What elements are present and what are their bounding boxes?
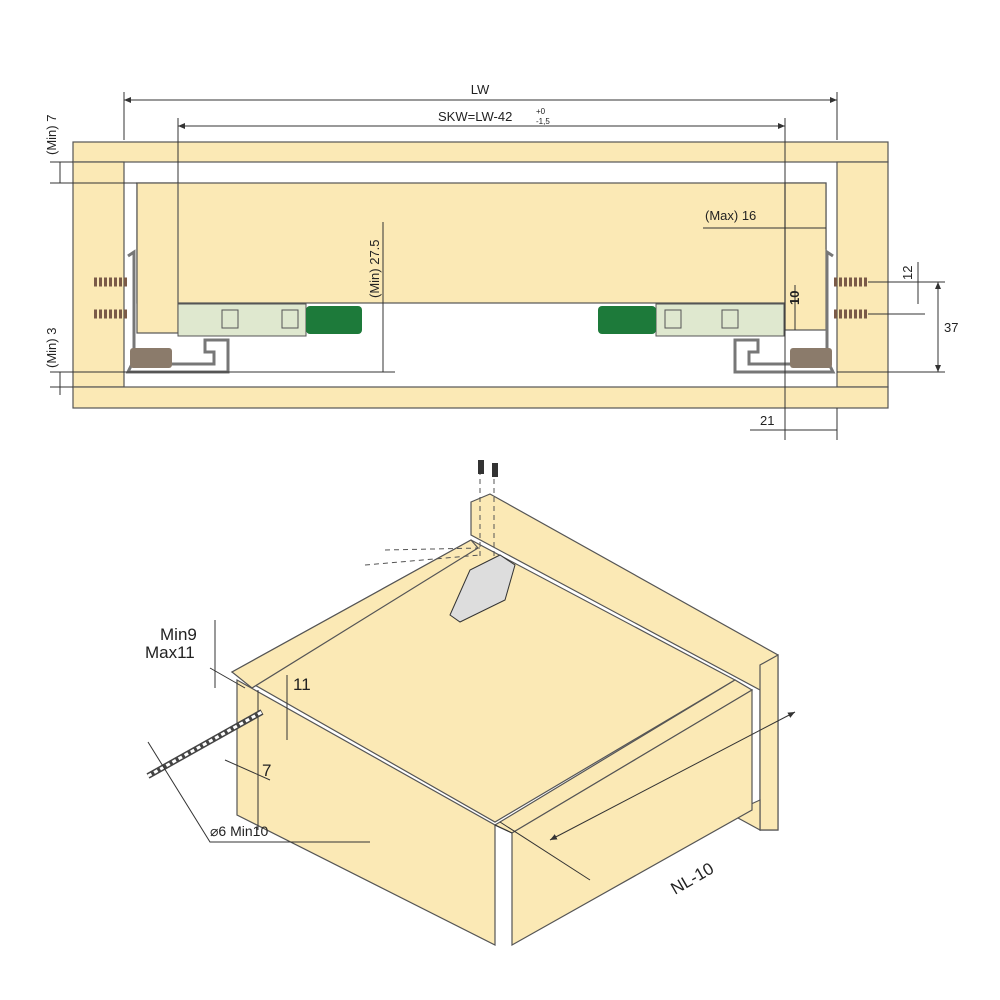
- skw-tolerance-lower: -1,5: [536, 117, 550, 126]
- soft-close-damper: [598, 306, 656, 334]
- locking-device: [449, 554, 516, 623]
- runner-body: [177, 303, 307, 337]
- cabinet-left-side: [72, 161, 125, 388]
- cross-section-view: LW SKW=LW-42 +0 -1,5 (Min) 7 (Min) 3 (Mi…: [44, 82, 958, 440]
- soft-close-damper: [306, 306, 362, 334]
- nl-dimension-line: [549, 711, 796, 841]
- screw-icon: [834, 277, 868, 319]
- screw-icon: [478, 460, 484, 474]
- max11-label: Max11: [145, 643, 195, 662]
- drawer-bottom: [136, 182, 827, 304]
- lw-label: LW: [471, 82, 490, 97]
- min9-label: Min9: [160, 625, 197, 644]
- dim7-label: 7: [262, 761, 271, 780]
- min7-label: (Min) 7: [44, 115, 59, 155]
- skw-tolerance-upper: +0: [536, 107, 546, 116]
- dim10-label: 10: [787, 291, 802, 305]
- min3-label: (Min) 3: [44, 328, 59, 368]
- runner-body: [655, 303, 785, 337]
- screw-icon: [94, 277, 128, 319]
- bracket: [790, 348, 832, 368]
- nl-label: NL-10: [668, 859, 718, 899]
- skw-label: SKW=LW-42: [438, 109, 512, 124]
- cabinet-top-panel: [72, 141, 889, 163]
- dim37-label: 37: [944, 320, 958, 335]
- left-runner: [94, 249, 362, 374]
- max16-label: (Max) 16: [705, 208, 756, 223]
- drawer-left-side: [236, 678, 496, 946]
- min27-5-label: (Min) 27.5: [367, 239, 382, 298]
- right-runner: [598, 249, 868, 374]
- drill-spec-label: ⌀6 Min10: [210, 823, 268, 839]
- dim12-label: 12: [900, 266, 915, 280]
- screw-icon: [492, 463, 498, 477]
- cabinet-bottom-panel: [72, 386, 889, 409]
- cabinet-right-side: [836, 161, 889, 388]
- drawer-right-side: [784, 182, 827, 331]
- drawer-left-side: [136, 182, 179, 334]
- bracket: [130, 348, 172, 368]
- dim21-label: 21: [760, 413, 774, 428]
- dim11-label: 11: [293, 675, 311, 694]
- isometric-drawer-view: Min9 Max11 11 7 ⌀6 Min10 NL-10: [145, 460, 796, 947]
